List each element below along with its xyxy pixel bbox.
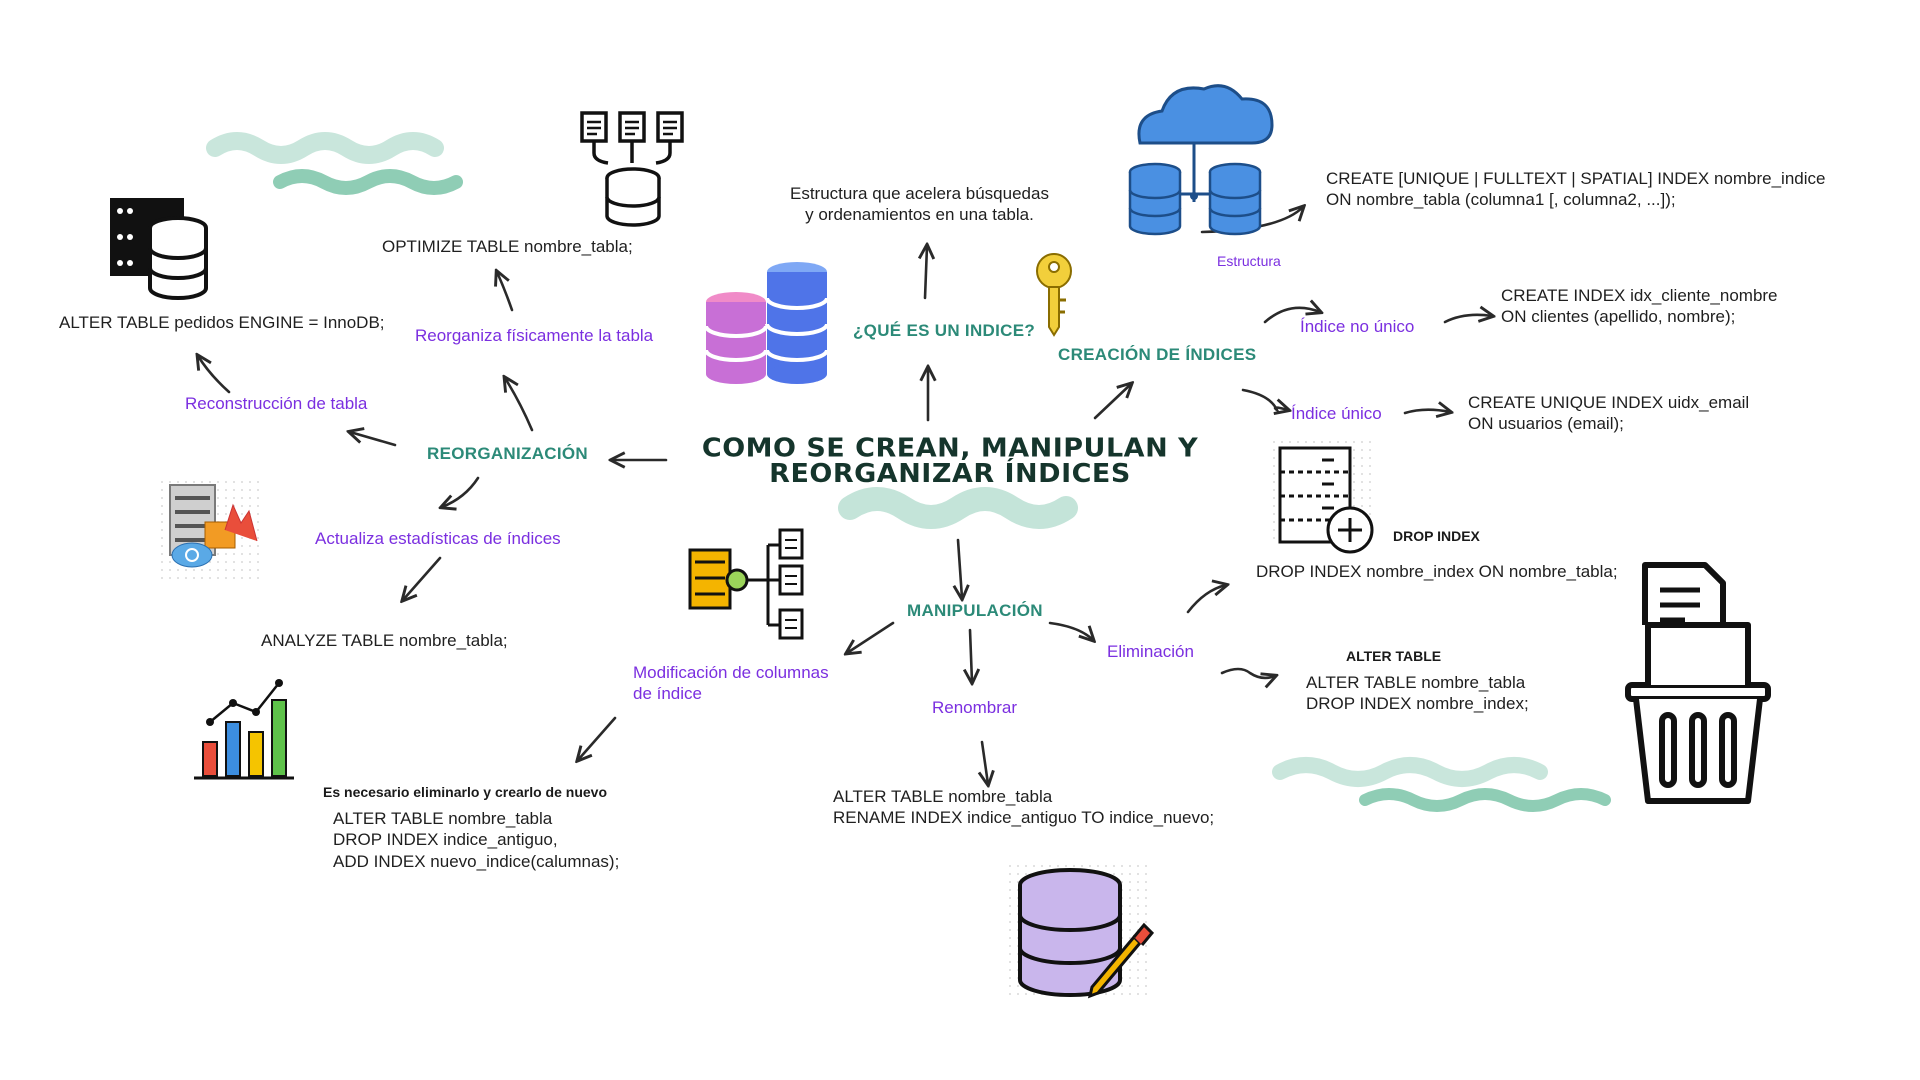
- creacion-label: CREACIÓN DE ÍNDICES: [1058, 345, 1257, 364]
- connector-arrows: [198, 207, 1492, 784]
- documents-to-database-icon: [580, 111, 684, 227]
- modificacion-code: ALTER TABLE nombre_tabla DROP INDEX indi…: [333, 809, 620, 871]
- data-hierarchy-icon: [688, 528, 804, 640]
- reconstruccion-label: Reconstrucción de tabla: [185, 394, 368, 413]
- estructura-label: Estructura: [1217, 253, 1281, 269]
- stacked-databases-icon: [704, 262, 829, 384]
- renombrar-label: Renombrar: [932, 698, 1018, 717]
- renombrar-code: ALTER TABLE nombre_tabla RENAME INDEX in…: [833, 787, 1215, 828]
- drop-index-code: DROP INDEX nombre_index ON nombre_tabla;: [1256, 562, 1618, 581]
- estructura-code: CREATE [UNIQUE | FULLTEXT | SPATIAL] IND…: [1326, 169, 1826, 210]
- que-es-description: Estructura que acelera búsquedas y orden…: [790, 184, 1049, 225]
- wave-decoration: [206, 132, 1611, 812]
- server-monitor-icon: [160, 480, 265, 580]
- indice-unico-code: CREATE UNIQUE INDEX uidx_email ON usuari…: [1468, 393, 1750, 434]
- alter-table-title: ALTER TABLE: [1346, 648, 1442, 664]
- que-es-label: ¿QUÉ ES UN INDICE?: [853, 321, 1036, 340]
- indice-unico-label: Índice único: [1291, 404, 1382, 423]
- bar-chart-icon: [194, 679, 294, 780]
- server-database-icon: [110, 198, 208, 300]
- manipulacion-label: MANIPULACIÓN: [907, 601, 1043, 620]
- alter-engine-code: ALTER TABLE pedidos ENGINE = InnoDB;: [59, 313, 385, 332]
- key-icon: [1036, 253, 1072, 337]
- database-edit-icon: [1008, 860, 1155, 1000]
- analyze-code: ANALYZE TABLE nombre_tabla;: [261, 631, 508, 650]
- reorganiza-label: Reorganiza físicamente la tabla: [415, 326, 654, 345]
- eliminacion-label: Eliminación: [1107, 642, 1194, 661]
- indice-no-unico-code: CREATE INDEX idx_cliente_nombre ON clien…: [1501, 286, 1778, 327]
- cloud-database-icon: [1128, 84, 1274, 236]
- diagram-title: COMO SE CREAN, MANIPULAN Y REORGANIZAR Í…: [701, 433, 1199, 489]
- trash-icon: [1625, 562, 1771, 804]
- optimize-code: OPTIMIZE TABLE nombre_tabla;: [382, 237, 633, 256]
- reorganizacion-label: REORGANIZACIÓN: [427, 444, 588, 463]
- server-add-icon: [1268, 440, 1374, 554]
- alter-table-code: ALTER TABLE nombre_tabla DROP INDEX nomb…: [1306, 673, 1529, 714]
- estadisticas-label: Actualiza estadísticas de índices: [315, 529, 561, 548]
- indice-no-unico-label: Índice no único: [1300, 317, 1415, 336]
- modificacion-note: Es necesario eliminarlo y crearlo de nue…: [323, 784, 608, 800]
- modificacion-label: Modificación de columnas de índice: [633, 663, 829, 704]
- drop-index-title: DROP INDEX: [1393, 528, 1480, 544]
